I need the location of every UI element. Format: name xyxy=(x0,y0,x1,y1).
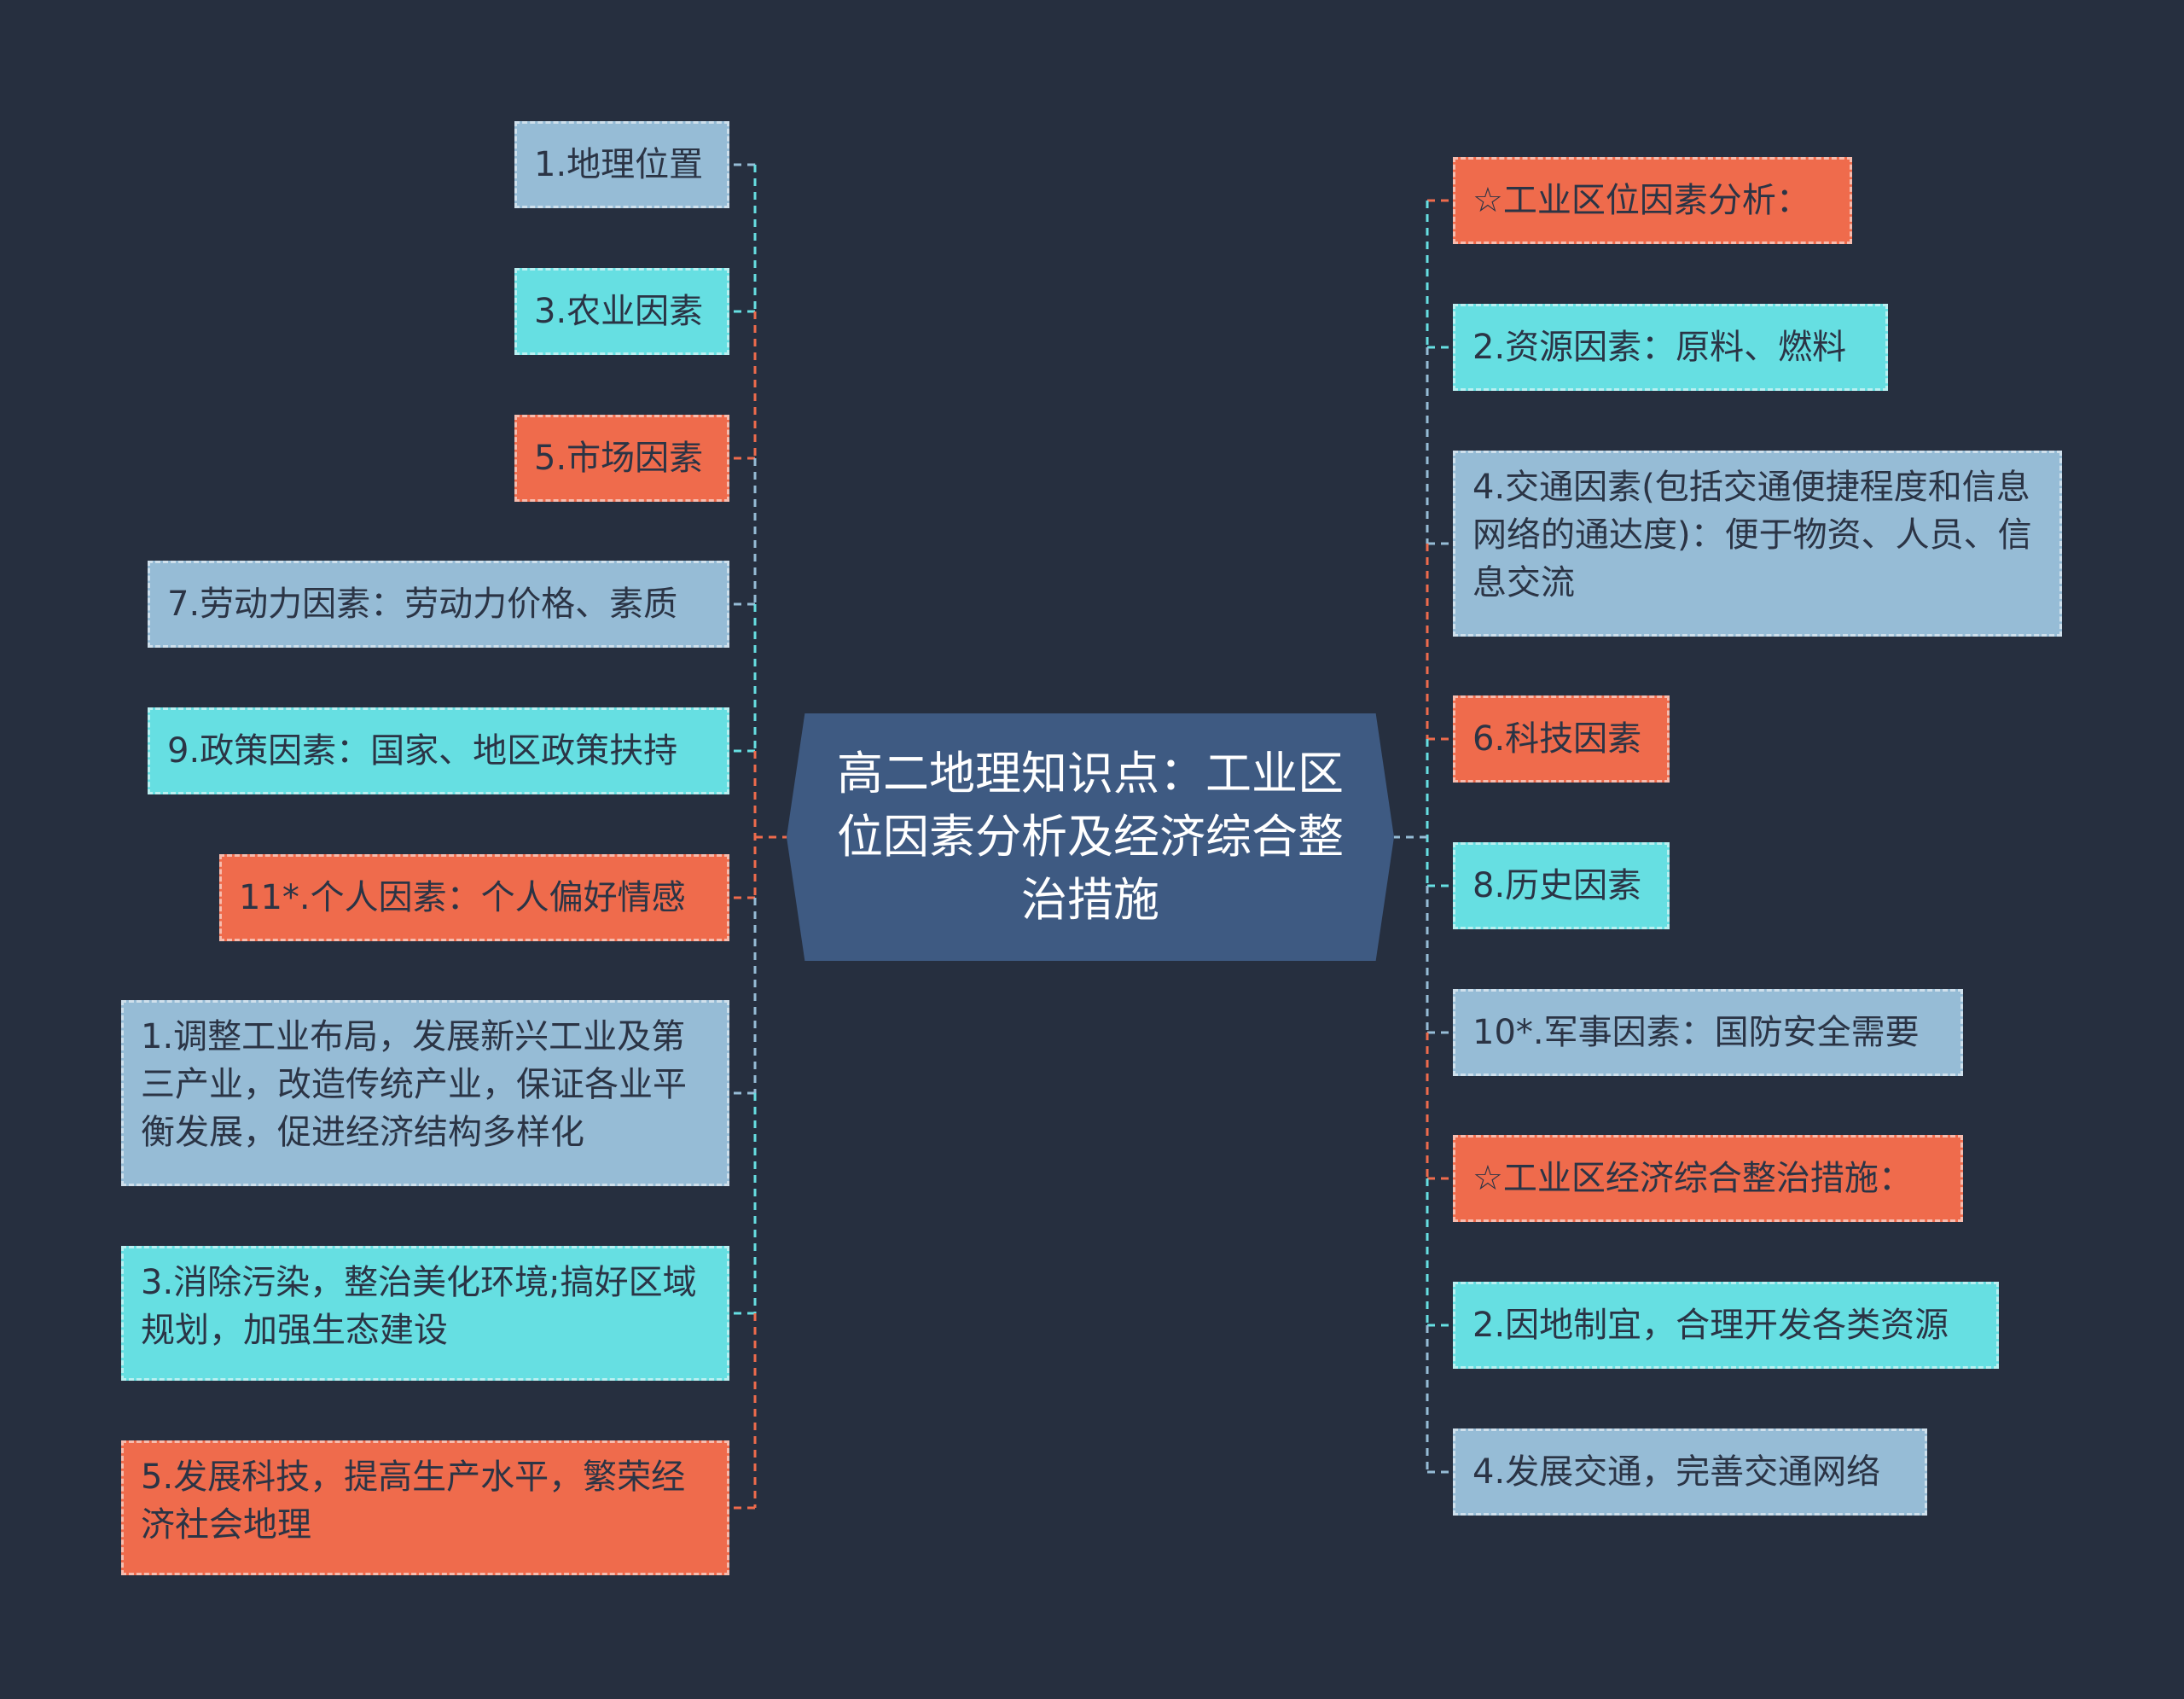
right-node-1-label: ☆工业区位因素分析： xyxy=(1472,181,1810,220)
left-node-7[interactable]: 1.调整工业布局，发展新兴工业及第三产业，改造传统产业，保证各业平衡发展，促进经… xyxy=(121,1000,729,1186)
left-node-1[interactable]: 1.地理位置 xyxy=(514,121,729,208)
right-node-7[interactable]: ☆工业区经济综合整治措施： xyxy=(1453,1135,1963,1222)
left-node-8[interactable]: 3.消除污染，整治美化环境;搞好区域规划，加强生态建设 xyxy=(121,1246,729,1381)
right-node-9[interactable]: 4.发展交通，完善交通网络 xyxy=(1453,1428,1927,1516)
left-node-5[interactable]: 9.政策因素：国家、地区政策扶持 xyxy=(148,707,729,794)
left-node-4-label: 7.劳动力因素：劳动力价格、素质 xyxy=(167,585,678,624)
right-node-4-label: 6.科技因素 xyxy=(1472,719,1642,759)
right-node-6[interactable]: 10*.军事因素：国防安全需要 xyxy=(1453,989,1963,1076)
right-node-4[interactable]: 6.科技因素 xyxy=(1453,695,1670,783)
left-node-8-label: 3.消除污染，整治美化环境;搞好区域规划，加强生态建设 xyxy=(141,1263,697,1350)
left-node-3-label: 5.市场因素 xyxy=(534,439,704,478)
right-node-5-label: 8.历史因素 xyxy=(1472,866,1642,905)
left-node-5-label: 9.政策因素：国家、地区政策扶持 xyxy=(167,731,678,771)
right-node-2[interactable]: 2.资源因素：原料、燃料 xyxy=(1453,304,1888,391)
central-topic[interactable]: 高二地理知识点：工业区位因素分析及经济综合整治措施 xyxy=(787,713,1394,961)
right-node-3[interactable]: 4.交通因素(包括交通便捷程度和信息网络的通达度)：便于物资、人员、信息交流 xyxy=(1453,451,2062,637)
left-node-6-label: 11*.个人因素：个人偏好情感 xyxy=(239,878,686,917)
right-node-5[interactable]: 8.历史因素 xyxy=(1453,842,1670,929)
left-node-2-label: 3.农业因素 xyxy=(534,292,704,331)
central-topic-shape xyxy=(787,713,1394,961)
right-node-3-label: 4.交通因素(包括交通便捷程度和信息网络的通达度)：便于物资、人员、信息交流 xyxy=(1472,468,2032,602)
right-node-2-label: 2.资源因素：原料、燃料 xyxy=(1472,328,1847,367)
left-node-9-label: 5.发展科技，提高生产水平，繁荣经济社会地理 xyxy=(141,1458,686,1545)
left-node-4[interactable]: 7.劳动力因素：劳动力价格、素质 xyxy=(148,561,729,648)
left-node-3[interactable]: 5.市场因素 xyxy=(514,415,729,502)
right-node-8-label: 2.因地制宜，合理开发各类资源 xyxy=(1472,1306,1949,1345)
right-node-7-label: ☆工业区经济综合整治措施： xyxy=(1472,1159,1913,1198)
right-node-9-label: 4.发展交通，完善交通网络 xyxy=(1472,1452,1881,1492)
central-topic-label: 高二地理知识点：工业区位因素分析及经济综合整治措施 xyxy=(837,747,1344,927)
left-node-2[interactable]: 3.农业因素 xyxy=(514,268,729,355)
left-node-7-label: 1.调整工业布局，发展新兴工业及第三产业，改造传统产业，保证各业平衡发展，促进经… xyxy=(141,1017,687,1152)
right-node-8[interactable]: 2.因地制宜，合理开发各类资源 xyxy=(1453,1282,1999,1369)
left-node-1-label: 1.地理位置 xyxy=(534,145,704,184)
right-node-1[interactable]: ☆工业区位因素分析： xyxy=(1453,157,1852,244)
right-node-6-label: 10*.军事因素：国防安全需要 xyxy=(1472,1013,1920,1052)
left-node-6[interactable]: 11*.个人因素：个人偏好情感 xyxy=(219,854,729,941)
left-node-9[interactable]: 5.发展科技，提高生产水平，繁荣经济社会地理 xyxy=(121,1440,729,1575)
